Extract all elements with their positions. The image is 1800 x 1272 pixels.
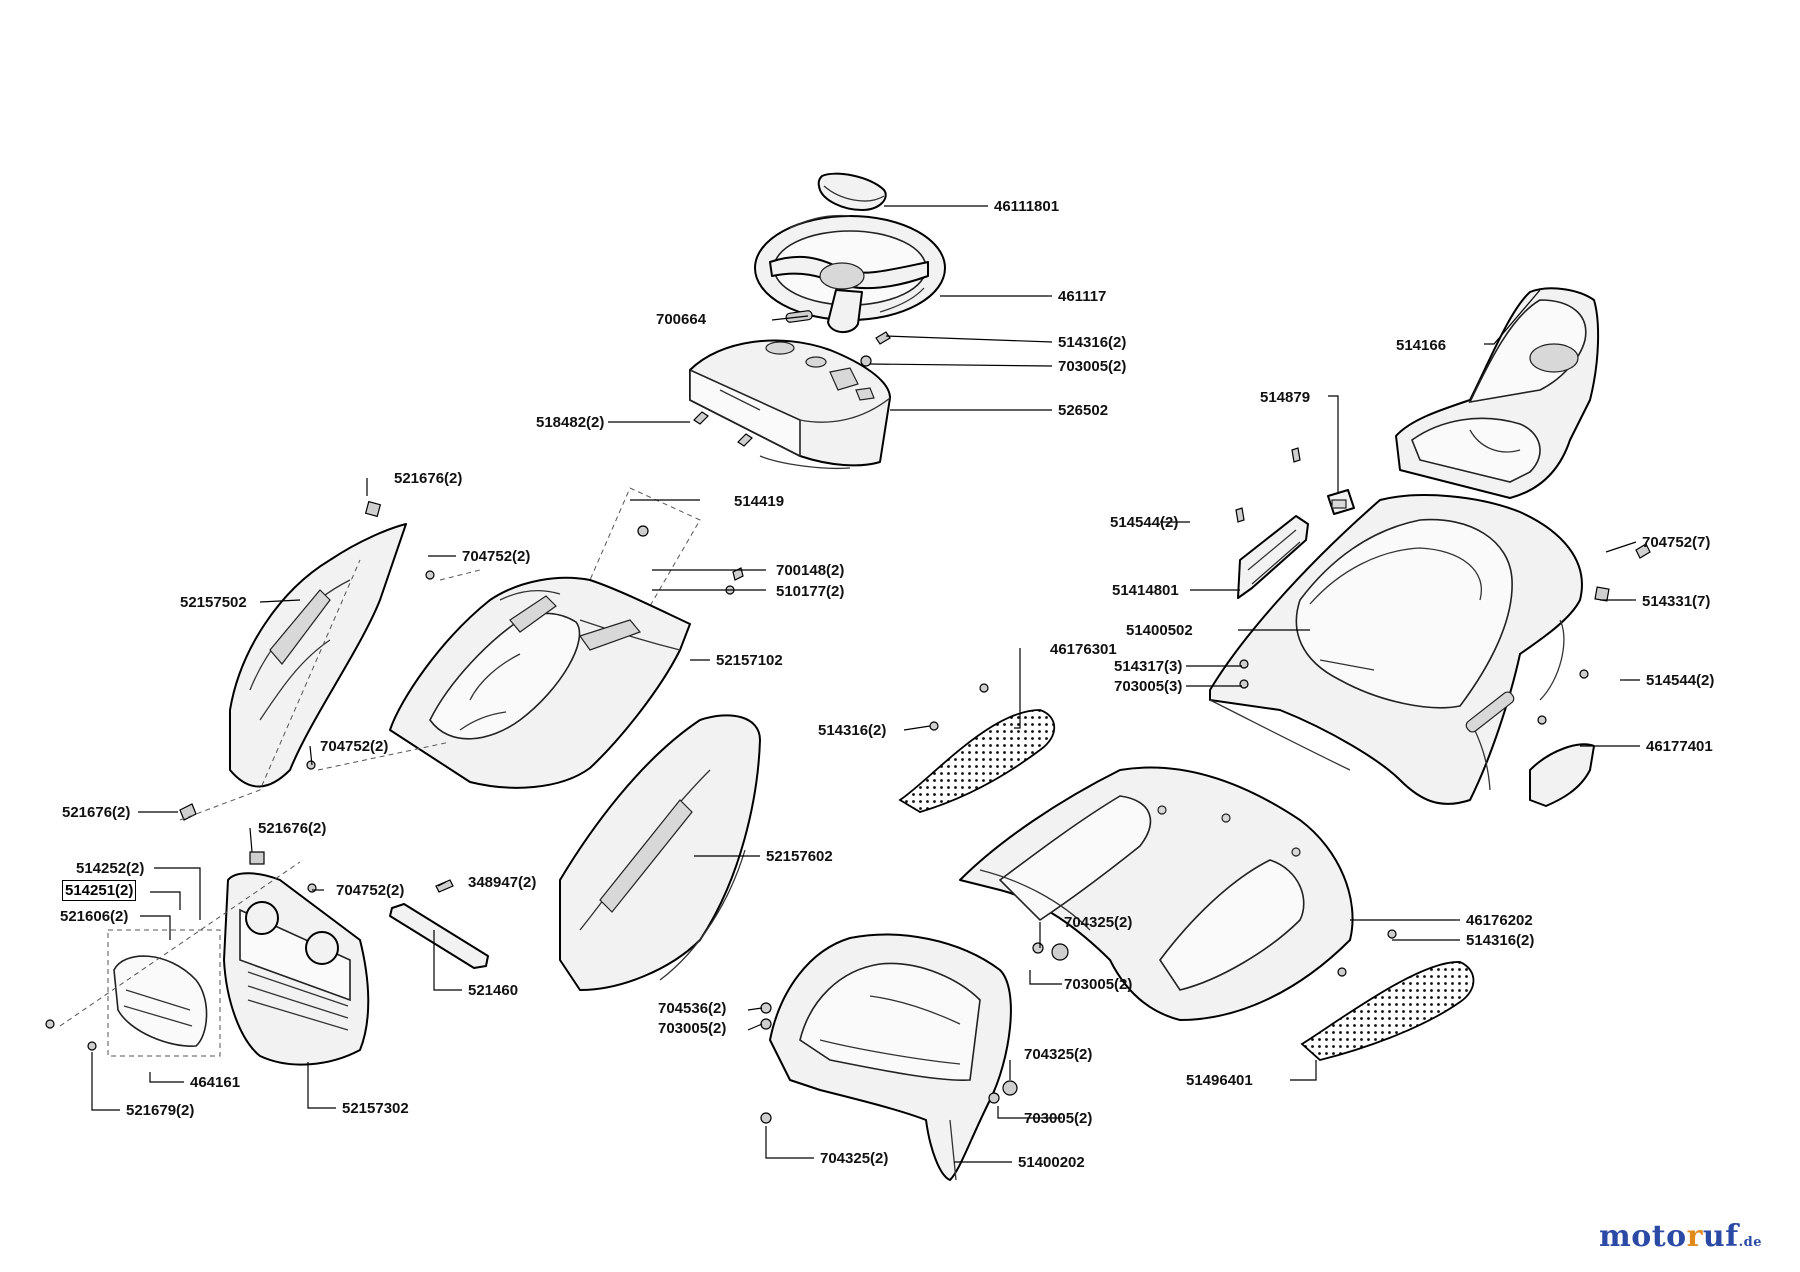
label-front-bumper: 52157302 (342, 1100, 409, 1117)
label-pin: 700664 (656, 311, 707, 328)
seat (1395, 287, 1600, 499)
label-screw-lens: 521679(2) (126, 1102, 194, 1119)
label-screw-right-fender: 514544(2) (1646, 672, 1714, 689)
label-steering-cap: 46111801 (994, 198, 1059, 215)
switch (1327, 489, 1355, 515)
label-screw-bracket-left: 514544(2) (1110, 514, 1178, 531)
label-lens: 464161 (190, 1074, 240, 1091)
floor-mat-left (898, 709, 1056, 813)
label-washer-hood: 700148(2) (776, 562, 844, 579)
label-washer-front-a: 703005(2) (1064, 976, 1132, 993)
label-bracket-left: 51414801 (1112, 582, 1179, 599)
label-seat: 514166 (1396, 337, 1446, 354)
hood (389, 576, 691, 789)
label-washer-front-b: 703005(2) (658, 1020, 726, 1037)
label-nut-rear-right: 514331(7) (1642, 593, 1710, 610)
floor-mat-right (1300, 961, 1475, 1061)
label-screw-side-left-lower: 704752(2) (320, 738, 388, 755)
leader-lines (91, 205, 1640, 1163)
brand-part-2: r (1686, 1219, 1703, 1254)
label-bolt-front-b: 704325(2) (1024, 1046, 1092, 1063)
label-floor-mat-right: 51496401 (1186, 1072, 1253, 1089)
right-fender (1529, 743, 1595, 807)
label-bolt-front-c: 704325(2) (820, 1150, 888, 1167)
label-footboard: 46176202 (1466, 912, 1533, 929)
label-screw-floor-right: 514316(2) (1466, 932, 1534, 949)
brand-suffix: .de (1738, 1235, 1762, 1250)
dashboard (689, 339, 891, 470)
label-right-fender: 46177401 (1646, 738, 1713, 755)
bracket-lower (389, 903, 489, 969)
brand-part-3: uf (1702, 1219, 1739, 1254)
label-switch: 514879 (1260, 389, 1310, 406)
label-bolt-bracket: 348947(2) (468, 874, 536, 891)
label-screw-rear-right: 704752(7) (1642, 534, 1710, 551)
label-side-panel-left: 52157502 (180, 594, 247, 611)
label-nut-front: 704536(2) (658, 1000, 726, 1017)
callout-labels: 46111801 461117 700664 514316(2) 703005(… (60, 198, 1714, 1171)
label-clip-grille: 521676(2) (258, 820, 326, 837)
label-front-frame: 51400202 (1018, 1154, 1085, 1171)
front-bumper (223, 872, 370, 1066)
bracket-left (1237, 515, 1309, 599)
label-clip-b-boxed: 514251(2) (62, 880, 137, 901)
label-dashboard: 526502 (1058, 402, 1108, 419)
steering-wheel (754, 214, 946, 333)
fasteners (45, 447, 1651, 1124)
label-clip-top-left: 521676(2) (394, 470, 462, 487)
label-screw-side-left: 704752(2) (462, 548, 530, 565)
screw-dash (693, 331, 891, 447)
label-bolt-front-a: 704325(2) (1064, 914, 1132, 931)
label-clip-a: 514252(2) (76, 860, 144, 877)
label-bracket-lower: 521460 (468, 982, 518, 999)
brand-part-1: moto (1598, 1219, 1687, 1254)
label-washer-dash: 703005(2) (1058, 358, 1126, 375)
label-screw-dash: 514316(2) (1058, 334, 1126, 351)
brand-logo: motoruf.de (1599, 1219, 1762, 1254)
rear-body (1209, 494, 1583, 805)
side-panel-left (229, 523, 407, 788)
label-steering-wheel: 461117 (1058, 288, 1106, 305)
label-washer-rear-body: 703005(3) (1114, 678, 1182, 695)
label-screw-grille: 704752(2) (336, 882, 404, 899)
label-clip-lower-left: 521676(2) (62, 804, 130, 821)
front-frame (769, 933, 1012, 1181)
label-clip-c: 521606(2) (60, 908, 128, 925)
assembly-lines (59, 559, 481, 1027)
label-rear-body: 51400502 (1126, 622, 1193, 639)
label-screw-dash-side: 518482(2) (536, 414, 604, 431)
label-floor-mat-left: 46176301 (1050, 641, 1117, 658)
label-floor-mat-screw-left: 514316(2) (818, 722, 886, 739)
label-washer-front-c: 703005(2) (1024, 1110, 1092, 1127)
label-hood: 52157102 (716, 652, 783, 669)
label-side-panel-right: 52157602 (766, 848, 833, 865)
footboard (959, 766, 1354, 1021)
steering-cap (817, 172, 887, 211)
label-cover-plate: 514419 (734, 493, 784, 510)
label-screw-hood: 510177(2) (776, 583, 844, 600)
lens (107, 929, 221, 1057)
label-screw-rear-body: 514317(3) (1114, 658, 1182, 675)
side-panel-right (559, 714, 761, 991)
